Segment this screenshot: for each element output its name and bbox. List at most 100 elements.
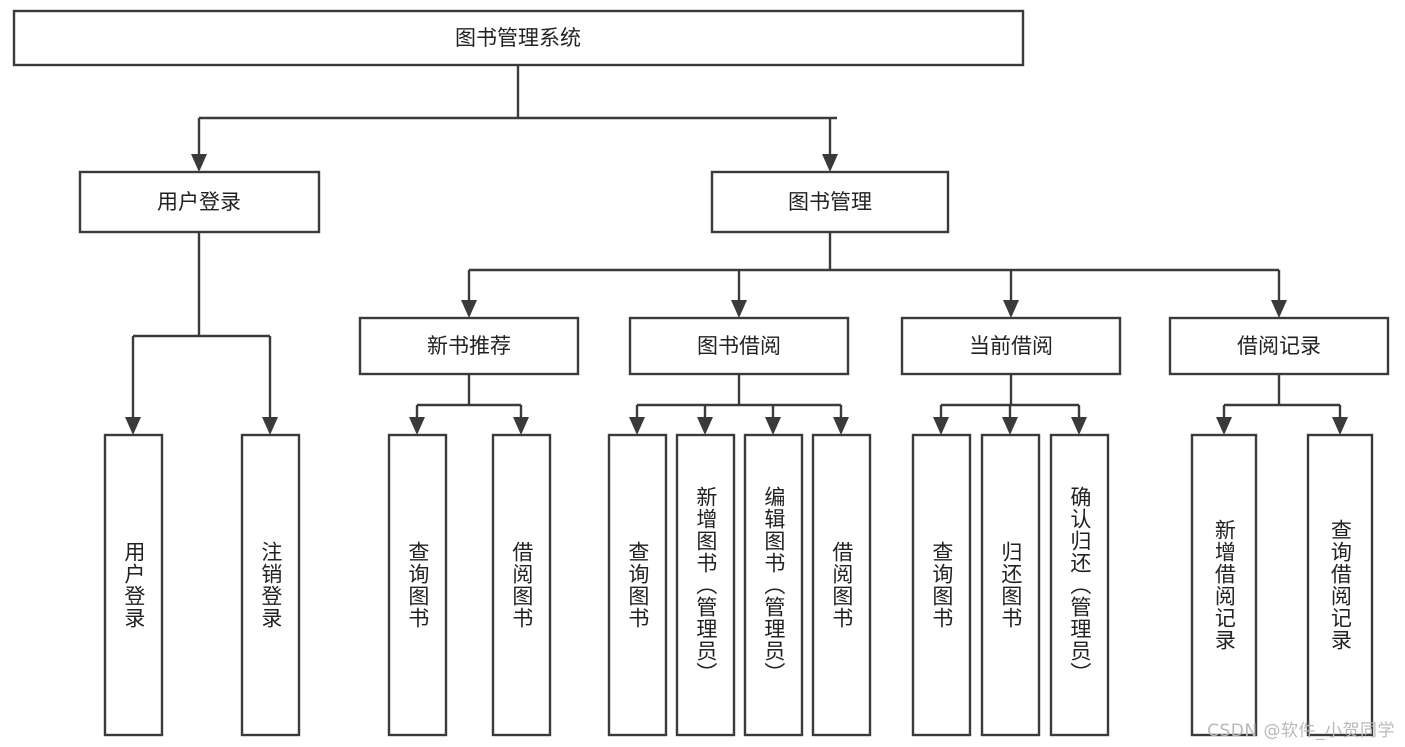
node-book-borrow-label: 图书借阅 bbox=[697, 334, 781, 358]
node-borrow-record[interactable]: 借阅记录 bbox=[1168, 316, 1390, 376]
leaf-borrow-record-2[interactable]: 查询借阅记录 bbox=[1306, 433, 1374, 737]
leaf-current-borrow-3-label-wrap: 确认归还（管理员） bbox=[1067, 486, 1092, 684]
leaf-current-borrow-1-label-wrap: 查询图书 bbox=[929, 541, 954, 629]
leaf-book-borrow-2-label: 新增图书（管理员） bbox=[693, 486, 718, 684]
arrowhead-bb-leaf-1 bbox=[629, 417, 645, 435]
arrowhead-user-login-leaf-2 bbox=[262, 417, 278, 435]
node-new-book-recommend-label: 新书推荐 bbox=[427, 334, 511, 358]
leaf-book-borrow-3-label: 编辑图书（管理员） bbox=[761, 486, 786, 684]
leaf-book-borrow-2-box[interactable] bbox=[675, 433, 736, 737]
arrowhead-book-manage bbox=[822, 154, 838, 172]
leaf-book-borrow-4-label: 借阅图书 bbox=[829, 541, 854, 629]
node-user-login-label: 用户登录 bbox=[157, 190, 241, 214]
leaf-borrow-record-1-box[interactable] bbox=[1190, 433, 1258, 737]
leaf-book-borrow-1-box[interactable] bbox=[607, 433, 668, 737]
arrowhead-cb-leaf-3 bbox=[1071, 417, 1087, 435]
leaf-user-login-2-label-wrap: 注销登录 bbox=[258, 541, 283, 629]
arrowhead-nbr-leaf-1 bbox=[409, 417, 425, 435]
connector-group-book-borrow bbox=[629, 374, 849, 435]
connector-group-new-book-recommend bbox=[409, 374, 529, 435]
node-book-borrow[interactable]: 图书借阅 bbox=[628, 316, 850, 376]
connector-group-user-login bbox=[125, 232, 278, 435]
leaf-book-borrow-1-label: 查询图书 bbox=[625, 541, 650, 629]
leaf-borrow-record-1-label-wrap: 新增借阅记录 bbox=[1212, 519, 1237, 651]
leaf-borrow-record-2-label-wrap: 查询借阅记录 bbox=[1328, 519, 1353, 651]
leaf-user-login-2-box[interactable] bbox=[240, 433, 301, 737]
connector-group-root bbox=[191, 65, 838, 172]
leaf-new-book-recommend-2-label: 借阅图书 bbox=[509, 541, 534, 629]
leaf-new-book-recommend-2-box[interactable] bbox=[491, 433, 552, 737]
leaf-current-borrow-2-label-wrap: 归还图书 bbox=[998, 541, 1023, 629]
arrowhead-l3-4 bbox=[1271, 300, 1287, 318]
arrowhead-user-login bbox=[191, 154, 207, 172]
arrowhead-l3-1 bbox=[461, 300, 477, 318]
leaf-current-borrow-2[interactable]: 归还图书 bbox=[980, 433, 1041, 737]
arrowhead-l3-2 bbox=[731, 300, 747, 318]
leaf-book-borrow-2[interactable]: 新增图书（管理员） bbox=[675, 433, 736, 737]
leaf-book-borrow-4[interactable]: 借阅图书 bbox=[811, 433, 872, 737]
leaf-borrow-record-2-box[interactable] bbox=[1306, 433, 1374, 737]
leaf-current-borrow-2-label: 归还图书 bbox=[998, 541, 1023, 629]
connector-group-borrow-record bbox=[1216, 374, 1348, 435]
leaf-current-borrow-2-box[interactable] bbox=[980, 433, 1041, 737]
arrowhead-br-leaf-1 bbox=[1216, 417, 1232, 435]
connector-group-current-borrow bbox=[933, 374, 1087, 435]
arrowhead-nbr-leaf-2 bbox=[513, 417, 529, 435]
leaf-book-borrow-2-label-wrap: 新增图书（管理员） bbox=[693, 486, 718, 684]
arrowhead-bb-leaf-3 bbox=[765, 417, 781, 435]
node-book-manage[interactable]: 图书管理 bbox=[710, 170, 950, 234]
leaf-book-borrow-3-label-wrap: 编辑图书（管理员） bbox=[761, 486, 786, 684]
leaf-book-borrow-4-box[interactable] bbox=[811, 433, 872, 737]
leaf-borrow-record-2-label: 查询借阅记录 bbox=[1328, 519, 1353, 651]
arrowhead-user-login-leaf-1 bbox=[125, 417, 141, 435]
leaf-borrow-record-1[interactable]: 新增借阅记录 bbox=[1190, 433, 1258, 737]
node-borrow-record-box[interactable] bbox=[1168, 316, 1390, 376]
leaf-new-book-recommend-1-label: 查询图书 bbox=[405, 541, 430, 629]
node-current-borrow[interactable]: 当前借阅 bbox=[900, 316, 1122, 376]
node-current-borrow-box[interactable] bbox=[900, 316, 1122, 376]
leaf-user-login-1[interactable]: 用户登录 bbox=[103, 433, 164, 737]
node-new-book-recommend[interactable]: 新书推荐 bbox=[358, 316, 580, 376]
node-book-borrow-box[interactable] bbox=[628, 316, 850, 376]
leaf-new-book-recommend-1-label-wrap: 查询图书 bbox=[405, 541, 430, 629]
leaf-new-book-recommend-2-label-wrap: 借阅图书 bbox=[509, 541, 534, 629]
leaf-current-borrow-1-label: 查询图书 bbox=[929, 541, 954, 629]
leaf-current-borrow-3-label: 确认归还（管理员） bbox=[1067, 486, 1092, 684]
node-user-login[interactable]: 用户登录 bbox=[78, 170, 321, 234]
leaf-new-book-recommend-1[interactable]: 查询图书 bbox=[387, 433, 448, 737]
leaf-book-borrow-3[interactable]: 编辑图书（管理员） bbox=[743, 433, 804, 737]
node-book-manage-box[interactable] bbox=[710, 170, 950, 234]
node-root-label: 图书管理系统 bbox=[455, 26, 581, 50]
leaf-book-borrow-4-label-wrap: 借阅图书 bbox=[829, 541, 854, 629]
leaf-current-borrow-1-box[interactable] bbox=[911, 433, 972, 737]
leaf-user-login-1-label-wrap: 用户登录 bbox=[121, 541, 146, 629]
connector-group-book-manage bbox=[461, 232, 1287, 318]
arrowhead-cb-leaf-1 bbox=[933, 417, 949, 435]
leaf-current-borrow-1[interactable]: 查询图书 bbox=[911, 433, 972, 737]
node-root[interactable]: 图书管理系统 bbox=[12, 9, 1025, 67]
leaf-user-login-1-label: 用户登录 bbox=[121, 541, 146, 629]
arrowhead-l3-3 bbox=[1003, 300, 1019, 318]
leaf-current-borrow-3[interactable]: 确认归还（管理员） bbox=[1049, 433, 1110, 737]
arrowhead-cb-leaf-2 bbox=[1002, 417, 1018, 435]
leaf-user-login-1-box[interactable] bbox=[103, 433, 164, 737]
node-borrow-record-label: 借阅记录 bbox=[1237, 334, 1321, 358]
node-current-borrow-label: 当前借阅 bbox=[969, 334, 1053, 358]
node-root-box[interactable] bbox=[12, 9, 1025, 67]
leaf-book-borrow-1-label-wrap: 查询图书 bbox=[625, 541, 650, 629]
leaf-new-book-recommend-2[interactable]: 借阅图书 bbox=[491, 433, 552, 737]
leaf-user-login-2-label: 注销登录 bbox=[258, 541, 283, 629]
leaf-current-borrow-3-box[interactable] bbox=[1049, 433, 1110, 737]
leaf-borrow-record-1-label: 新增借阅记录 bbox=[1212, 519, 1237, 651]
leaf-user-login-2[interactable]: 注销登录 bbox=[240, 433, 301, 737]
node-book-manage-label: 图书管理 bbox=[788, 190, 872, 214]
leaf-book-borrow-1[interactable]: 查询图书 bbox=[607, 433, 668, 737]
node-user-login-box[interactable] bbox=[78, 170, 321, 234]
node-new-book-recommend-box[interactable] bbox=[358, 316, 580, 376]
arrowhead-bb-leaf-4 bbox=[833, 417, 849, 435]
leaf-book-borrow-3-box[interactable] bbox=[743, 433, 804, 737]
arrowhead-bb-leaf-2 bbox=[697, 417, 713, 435]
leaf-new-book-recommend-1-box[interactable] bbox=[387, 433, 448, 737]
